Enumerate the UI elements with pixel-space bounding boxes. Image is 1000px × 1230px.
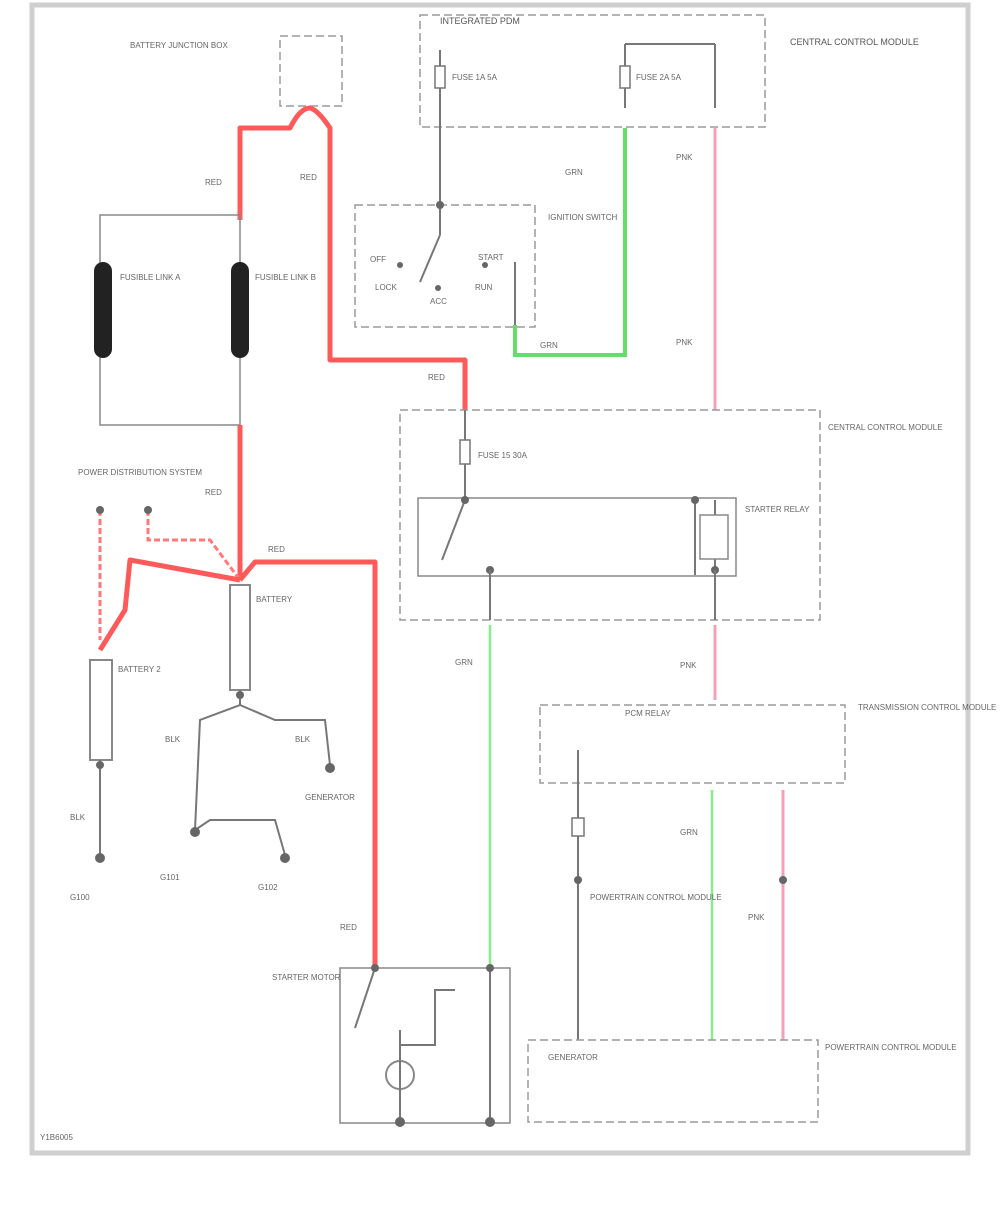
central-module-mid-label: CENTRAL CONTROL MODULE	[828, 423, 943, 432]
diagram-frame	[29, 2, 971, 1156]
red-wire-label-6: RED	[340, 923, 357, 932]
central-module-mid-box	[399, 409, 821, 621]
pnk-wire-label-3: PNK	[680, 661, 697, 670]
blk-wire-label-2: BLK	[295, 735, 311, 744]
ipdm-box	[419, 14, 766, 128]
pnk-wire-label-4: PNK	[748, 913, 765, 922]
pds-red-wire-2	[146, 510, 242, 581]
battery-junction-label: BATTERY JUNCTION BOX	[130, 41, 228, 50]
starter-relay-box	[417, 497, 737, 577]
starter-motor-box	[339, 967, 511, 1124]
fusible-link-1-label: FUSIBLE LINK A	[120, 273, 181, 282]
starter-motor-label: STARTER MOTOR	[272, 973, 341, 982]
pcm-relay-label: PCM RELAY	[625, 709, 671, 718]
powertrain-bottom-label: POWERTRAIN CONTROL MODULE	[825, 1043, 957, 1052]
red-wire-label-3: RED	[428, 373, 445, 382]
red-feed-wire	[237, 105, 468, 410]
battery-label: BATTERY	[256, 595, 293, 604]
fusible-link-2-icon	[231, 262, 249, 358]
fusible-link-2-label: FUSIBLE LINK B	[255, 273, 316, 282]
generator-bottom-label: GENERATOR	[548, 1053, 598, 1062]
red-wire-label-5: RED	[268, 545, 285, 554]
ipdm-label: INTEGRATED PDM	[440, 16, 520, 26]
fuse-b-icon	[619, 65, 631, 89]
ignition-switch-label: IGNITION SWITCH	[548, 213, 618, 222]
red-battery2-wire	[97, 557, 241, 652]
starter-relay-label: STARTER RELAY	[745, 505, 810, 514]
red-wire-label-1: RED	[205, 178, 222, 187]
pcm-relay-box	[539, 704, 846, 784]
fuse-b-label: FUSE 2A 5A	[636, 73, 682, 82]
transmission-module-label: TRANSMISSION CONTROL MODULE	[858, 703, 996, 712]
ignition-run-label: RUN	[475, 283, 493, 292]
fusible-link-box	[99, 214, 241, 426]
fuse-mid-icon	[459, 439, 471, 465]
green-ignition-wire	[513, 128, 627, 357]
ignition-lock-label: LOCK	[375, 283, 397, 292]
generator-label: GENERATOR	[305, 793, 355, 802]
ground-left-label: G100	[70, 893, 90, 902]
battery-icon	[229, 584, 251, 691]
fuse-a-icon	[434, 65, 446, 89]
ground-mid1-label: G101	[160, 873, 180, 882]
central-module-top-label: CENTRAL CONTROL MODULE	[790, 37, 919, 47]
powertrain-module-label: POWERTRAIN CONTROL MODULE	[590, 893, 722, 902]
ignition-acc-label: ACC	[430, 297, 447, 306]
figure-id: Y1B6005	[40, 1133, 73, 1142]
fuse-mid-label: FUSE 15 30A	[478, 451, 528, 460]
ground-mid2-label: G102	[258, 883, 278, 892]
grn-wire-label-4: GRN	[680, 828, 698, 837]
ignition-start-label: START	[478, 253, 504, 262]
pnk-wire-label-1: PNK	[676, 153, 693, 162]
ignition-off-label: OFF	[370, 255, 386, 264]
red-starter-wire	[238, 559, 378, 968]
battery2-label: BATTERY 2	[118, 665, 161, 674]
battery2-icon	[89, 659, 113, 761]
red-wire-label-2: RED	[300, 173, 317, 182]
power-distribution-label: POWER DISTRIBUTION SYSTEM	[78, 468, 202, 477]
blk-wire-label-3: BLK	[70, 813, 86, 822]
grn-wire-label-3: GRN	[455, 658, 473, 667]
grn-wire-label-2: GRN	[540, 341, 558, 350]
blk-wire-label-1: BLK	[165, 735, 181, 744]
grn-wire-label-1: GRN	[565, 168, 583, 177]
ignition-switch-box	[354, 204, 536, 328]
fuse-a-label: FUSE 1A 5A	[452, 73, 498, 82]
pnk-wire-label-2: PNK	[676, 338, 693, 347]
battery-junction-box	[279, 35, 343, 107]
fusible-link-1-icon	[94, 262, 112, 358]
red-wire-label-4: RED	[205, 488, 222, 497]
pcm-bottom-box	[527, 1039, 819, 1123]
